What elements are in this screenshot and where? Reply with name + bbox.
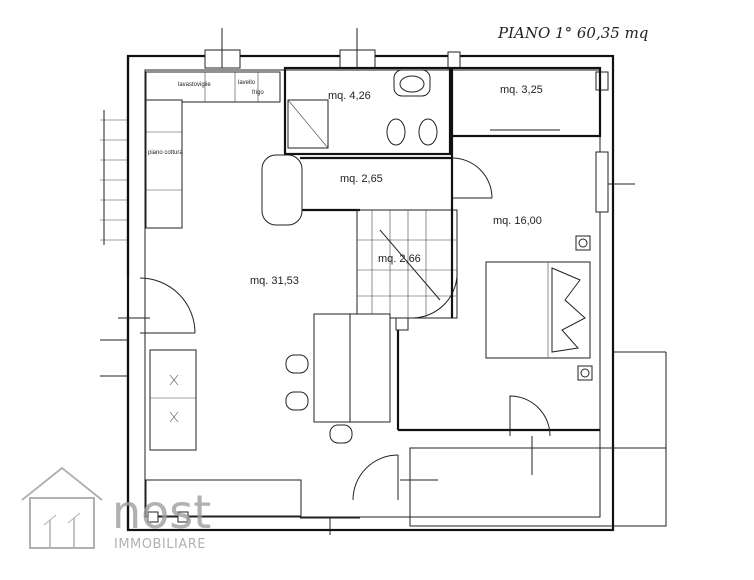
exterior-stair-hatching	[100, 110, 128, 245]
fridge-label: frigo	[252, 90, 264, 96]
plan-title: PIANO 1° 60,35 mq	[497, 24, 648, 42]
room-area-closet: mq. 3,25	[500, 84, 543, 96]
closet: mq. 3,25	[450, 66, 602, 138]
room-area-stairs: mq. 2,66	[378, 253, 421, 265]
room-area-bedroom: mq. 16,00	[493, 215, 542, 227]
kitchen-counter: lavastoviglie lavello frigo piano cottur…	[145, 71, 281, 229]
watermark-subtitle: IMMOBILIARE	[114, 537, 206, 552]
room-area-living: mq. 31,53	[250, 275, 299, 287]
living-room: mq. 31,53	[118, 275, 409, 535]
watermark: nost IMMOBILIARE	[21, 466, 211, 552]
sink-label: lavello	[238, 80, 256, 86]
terrace	[400, 351, 667, 527]
bedroom: mq. 16,00	[396, 136, 635, 475]
bathroom: mq. 4,26	[283, 66, 452, 156]
house-logo-icon	[21, 466, 103, 549]
room-area-hallway: mq. 2,65	[340, 173, 383, 185]
dishwasher-label: lavastoviglie	[178, 82, 211, 88]
hob-label: piano cottura	[148, 150, 183, 156]
room-area-bathroom: mq. 4,26	[328, 90, 371, 102]
stairs: mq. 2,66	[356, 209, 458, 319]
watermark-brand: nost	[112, 485, 211, 539]
hallway: mq. 2,65	[261, 154, 493, 226]
